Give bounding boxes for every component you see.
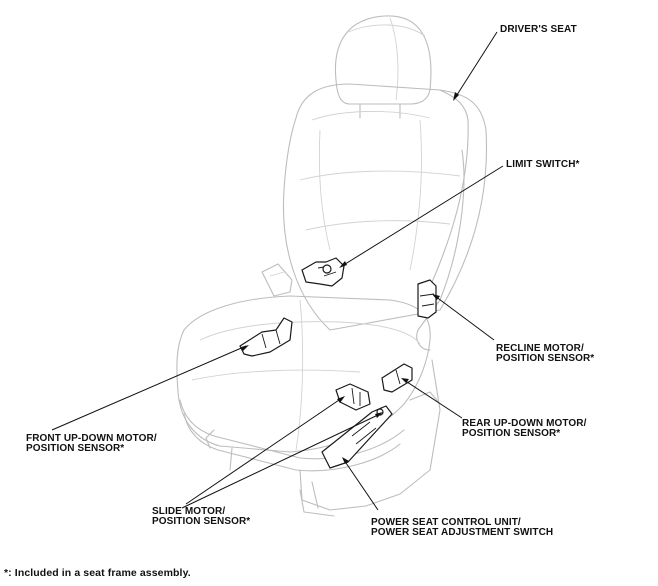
- label-drivers-seat: DRIVER'S SEAT: [500, 24, 577, 35]
- label-recline-motor-line2: POSITION SENSOR*: [496, 353, 595, 364]
- recline-motor-part: [417, 279, 437, 319]
- label-front-updown-line2: POSITION SENSOR*: [26, 443, 125, 454]
- label-recline-motor-line1: RECLINE MOTOR/: [496, 343, 584, 354]
- rear-updown-motor-part: [381, 363, 413, 393]
- label-control-unit-line1: POWER SEAT CONTROL UNIT/: [371, 517, 521, 528]
- seat-outline: [176, 15, 488, 517]
- label-rear-updown-line2: POSITION SENSOR*: [462, 428, 561, 439]
- leader-lines: [51, 31, 504, 511]
- label-slide-motor-line1: SLIDE MOTOR/: [152, 506, 226, 517]
- label-control-unit-line2: POWER SEAT ADJUSTMENT SWITCH: [371, 527, 554, 538]
- label-limit-switch: LIMIT SWITCH*: [506, 159, 580, 170]
- label-slide-motor-line2: POSITION SENSOR*: [152, 516, 251, 527]
- label-rear-updown-line1: REAR UP-DOWN MOTOR/: [462, 418, 587, 429]
- limit-switch-part: [301, 257, 345, 287]
- slide-motor-part: [335, 383, 371, 411]
- label-front-updown-line1: FRONT UP-DOWN MOTOR/: [26, 433, 157, 444]
- footnote: *: Included in a seat frame assembly.: [4, 567, 191, 579]
- front-updown-motor-part: [239, 317, 293, 357]
